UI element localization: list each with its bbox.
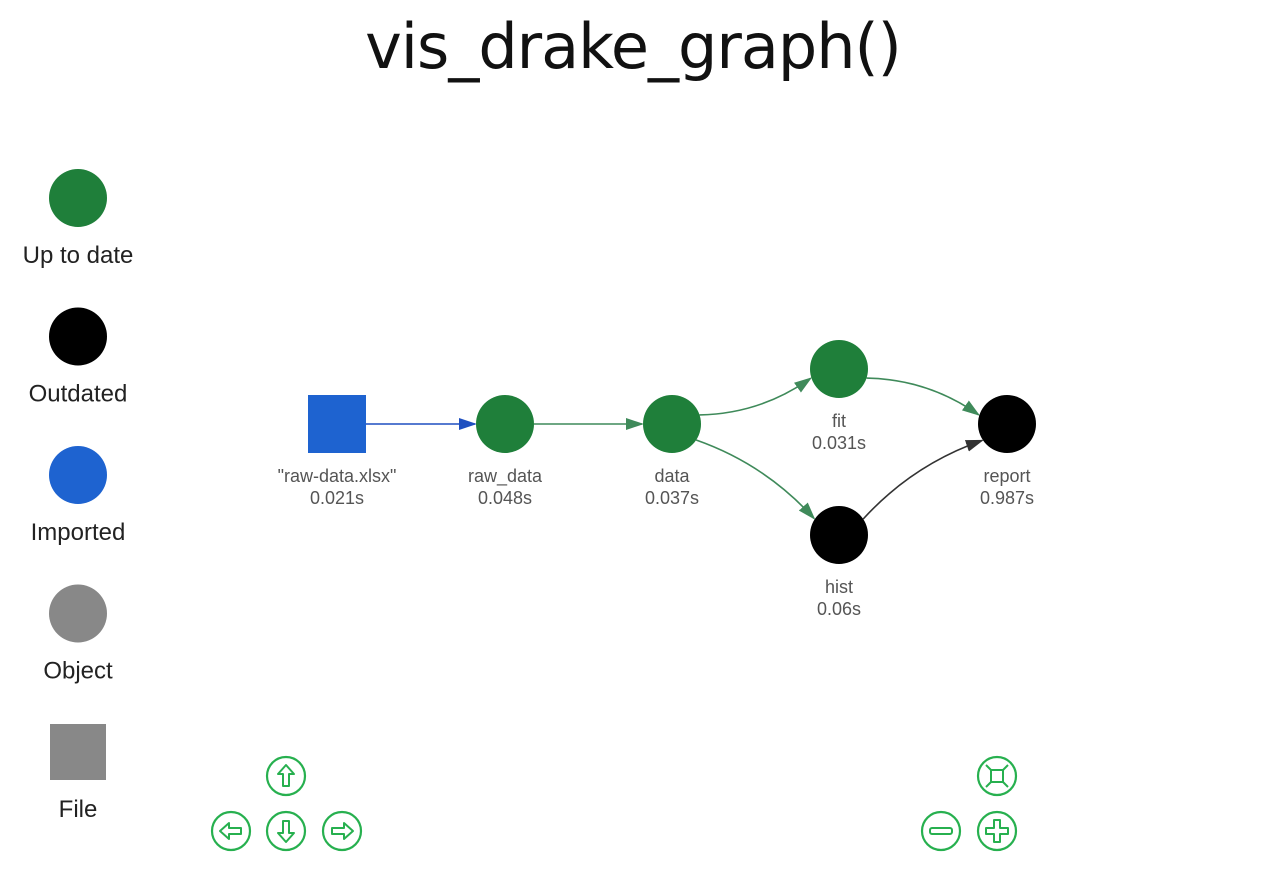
legend-circle-icon xyxy=(49,169,107,227)
arrow-right-icon xyxy=(331,822,354,840)
legend-circle-icon xyxy=(49,584,107,643)
pan-left-button[interactable] xyxy=(210,810,252,852)
legend-square-icon xyxy=(50,724,106,780)
legend-label: File xyxy=(59,796,98,823)
pan-down-button[interactable] xyxy=(265,810,307,852)
node-label: data xyxy=(654,466,690,486)
legend-item-object: Object xyxy=(43,584,113,685)
navigation-controls xyxy=(210,755,1018,852)
arrow-down-icon xyxy=(277,820,295,843)
legend-label: Outdated xyxy=(29,381,128,408)
node-time: 0.987s xyxy=(980,488,1034,508)
node-circle[interactable] xyxy=(643,395,701,453)
nodes: "raw-data.xlsx"0.021sraw_data0.048sdata0… xyxy=(278,340,1036,619)
edge-data-to-hist xyxy=(695,439,816,520)
edge-hist-to-report xyxy=(862,439,984,520)
node-circle[interactable] xyxy=(476,395,534,453)
legend-item-outdated: Outdated xyxy=(29,307,128,408)
node-raw-data-xlsx[interactable]: "raw-data.xlsx"0.021s xyxy=(278,395,397,508)
plus-icon xyxy=(985,819,1009,843)
node-fit[interactable]: fit 0.031s xyxy=(810,340,868,453)
node-label: raw_data xyxy=(468,466,543,487)
page-title: vis_drake_graph() xyxy=(365,10,902,83)
legend-item-up-to-date: Up to date xyxy=(23,169,134,269)
node-time: 0.06s xyxy=(817,599,861,619)
zoom-out-button[interactable] xyxy=(920,810,962,852)
node-circle[interactable] xyxy=(810,506,868,564)
node-circle[interactable] xyxy=(978,395,1036,453)
legend-label: Object xyxy=(43,658,113,685)
node-time: 0.031s xyxy=(812,433,866,453)
node-label: "raw-data.xlsx" xyxy=(278,466,397,486)
arrow-up-icon xyxy=(277,764,295,787)
legend-label: Imported xyxy=(31,519,126,546)
node-square[interactable] xyxy=(308,395,366,453)
minus-icon xyxy=(929,827,953,835)
node-circle[interactable] xyxy=(810,340,868,398)
legend-circle-icon xyxy=(49,446,107,504)
legend-item-file: File xyxy=(50,724,106,823)
legend-label: Up to date xyxy=(23,242,134,269)
node-time: 0.048s xyxy=(478,488,532,508)
node-time: 0.021s xyxy=(310,488,364,508)
edges xyxy=(366,377,984,520)
zoom-in-button[interactable] xyxy=(976,810,1018,852)
legend-item-imported: Imported xyxy=(31,446,126,546)
pan-right-button[interactable] xyxy=(321,810,363,852)
legend-circle-icon xyxy=(49,307,107,366)
pan-up-button[interactable] xyxy=(265,755,307,797)
node-time: 0.037s xyxy=(645,488,699,508)
node-label: report xyxy=(983,466,1030,486)
fit-to-screen-icon xyxy=(985,764,1009,788)
edge-data-to-fit xyxy=(699,377,813,416)
node-label: hist xyxy=(825,577,853,597)
zoom-fit-button[interactable] xyxy=(976,755,1018,797)
edge-fit-to-report xyxy=(866,377,981,416)
arrow-left-icon xyxy=(219,822,242,840)
node-label: fit xyxy=(832,411,846,431)
